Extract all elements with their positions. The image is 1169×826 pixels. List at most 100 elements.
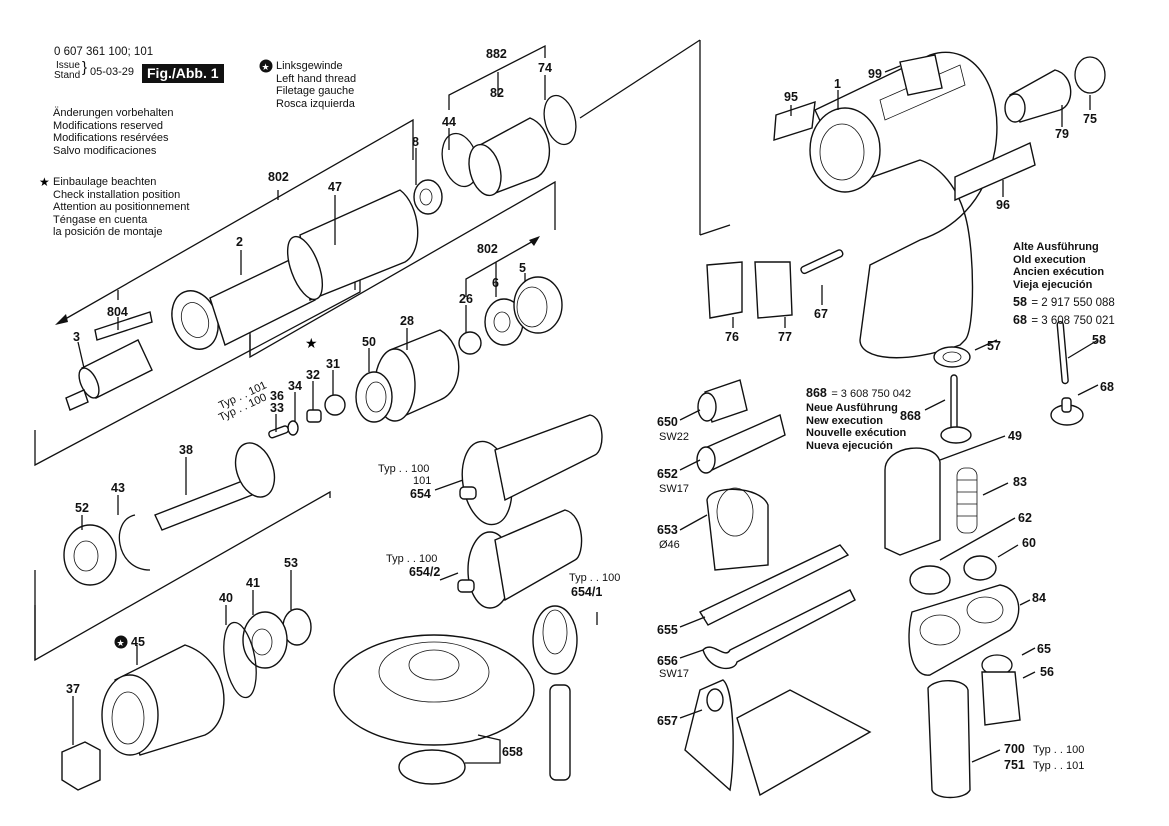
- svg-text:★: ★: [262, 63, 270, 73]
- circled-star-icon-45: ★: [114, 635, 128, 649]
- type-note: Typ . . 100: [569, 572, 621, 584]
- part-653-clamp: [707, 488, 768, 570]
- part-label: 47: [328, 180, 342, 194]
- part-label: 38: [179, 443, 193, 457]
- part-label: 45: [131, 635, 145, 649]
- part-label: 700: [1004, 742, 1025, 756]
- part-label: 868: [900, 409, 921, 423]
- part-700-silencer: [928, 681, 970, 798]
- part-label: 41: [246, 576, 260, 590]
- part-label: 60: [1022, 536, 1036, 550]
- part-654-side-handle: [456, 415, 602, 529]
- note-line: Modifications resérvées: [53, 132, 169, 144]
- part-33-pin: [268, 425, 289, 438]
- star-symbol: ★: [305, 336, 318, 352]
- modifications-note: Änderungen vorbehalten Modifications res…: [53, 107, 173, 157]
- part-804-vane: [95, 312, 152, 340]
- part-2-cylinder: [164, 255, 315, 356]
- part-652-hose-nipple: [697, 415, 785, 473]
- part-id: 68: [1013, 313, 1027, 327]
- part-id: 868: [806, 386, 827, 400]
- star-icon: ★: [39, 175, 50, 189]
- part-label: 62: [1018, 511, 1032, 525]
- part-62-strainer: [910, 566, 950, 594]
- part-label: 43: [111, 481, 125, 495]
- note-line: Änderungen vorbehalten: [53, 107, 174, 119]
- part-label: 95: [784, 90, 798, 104]
- part-38-spindle: [155, 438, 281, 530]
- part-label: 652: [657, 467, 678, 481]
- note-line: Attention au positionnement: [53, 201, 190, 213]
- type-note: Typ . . 101: [1033, 760, 1085, 772]
- part-76-trigger: [707, 262, 742, 318]
- part-label: 32: [306, 368, 320, 382]
- part-label: 804: [107, 305, 128, 319]
- part-3-rotor: [66, 340, 152, 410]
- part-34-washer: [288, 421, 298, 435]
- part-order-number: = 2 917 550 088: [1031, 297, 1115, 309]
- part-68-valve: [1051, 398, 1083, 425]
- part-label: 65: [1037, 642, 1051, 656]
- part-96-label: [955, 143, 1035, 200]
- part-37-nut: [62, 742, 100, 790]
- part-label: 96: [996, 198, 1010, 212]
- part-60-strainer: [964, 556, 996, 580]
- part-1-motor-housing: [810, 52, 997, 357]
- stand-label: Stand: [54, 70, 81, 81]
- part-label: 53: [284, 556, 298, 570]
- note-line: Left hand thread: [276, 72, 357, 85]
- part-label: 99: [868, 67, 882, 81]
- note-line: Téngase en cuenta: [53, 213, 148, 226]
- part-79-nipple: [1005, 70, 1071, 122]
- part-label: 8: [412, 135, 419, 149]
- part-label: 40: [219, 591, 233, 605]
- type-note: Typ . . 100: [378, 463, 430, 475]
- type-note: Typ . . 100: [386, 553, 438, 565]
- part-label: 76: [725, 330, 739, 344]
- old-part-68: 68 = 3 608 750 021: [1013, 311, 1115, 329]
- diameter-size: Ø46: [659, 539, 680, 551]
- part-57-washer: [934, 347, 970, 367]
- part-order-number: = 3 608 750 042: [831, 388, 912, 400]
- part-77-trigger-insert: [755, 262, 792, 318]
- part-label: 75: [1083, 112, 1097, 126]
- part-label: 751: [1004, 758, 1025, 772]
- part-26-pinion: [459, 332, 481, 354]
- old-part-58: 58 = 2 917 550 088: [1013, 293, 1115, 311]
- part-43-circlip: [119, 515, 150, 570]
- part-label: 56: [1040, 665, 1054, 679]
- part-label: 650: [657, 415, 678, 429]
- old-execution-note: Alte Ausführung Old execution Ancien exé…: [1013, 241, 1115, 329]
- note-line: Nouvelle exécution: [806, 427, 907, 439]
- part-label: 6: [492, 276, 499, 290]
- part-label: 655: [657, 623, 678, 637]
- leader-lines: [73, 66, 1098, 762]
- part-label: 802: [477, 242, 498, 256]
- part-label: 49: [1008, 429, 1022, 443]
- note-line: Filetage gauche: [276, 85, 355, 97]
- wrench-size: SW17: [659, 668, 689, 680]
- part-order-number: = 3 608 750 021: [1031, 315, 1115, 327]
- issue-label: Issue: [56, 60, 80, 71]
- part-82-valve-housing: [464, 118, 550, 199]
- part-id: 58: [1013, 295, 1027, 309]
- part-58-pin: [1057, 321, 1068, 383]
- part-label: 52: [75, 501, 89, 515]
- part-label: 26: [459, 292, 473, 306]
- part-number: 0 607 361 100; 101: [54, 46, 154, 58]
- note-line: Old execution: [1013, 253, 1086, 266]
- part-32-needle-bearing: [307, 410, 321, 422]
- part-label: 67: [814, 307, 828, 321]
- part-label: 3: [73, 330, 80, 344]
- assembly-bracket-802-top: [55, 120, 413, 325]
- issue-date: 05-03-29: [90, 66, 135, 78]
- part-label: 50: [362, 335, 376, 349]
- part-95-label: [774, 102, 815, 140]
- part-label: 77: [778, 330, 792, 344]
- part-658-backing-pad: [334, 635, 534, 784]
- note-line: Nueva ejecución: [806, 439, 893, 452]
- part-654-2-side-handle: [458, 510, 582, 608]
- part-650-nipple: [698, 380, 747, 422]
- part-84-filter-housing: [909, 585, 1019, 675]
